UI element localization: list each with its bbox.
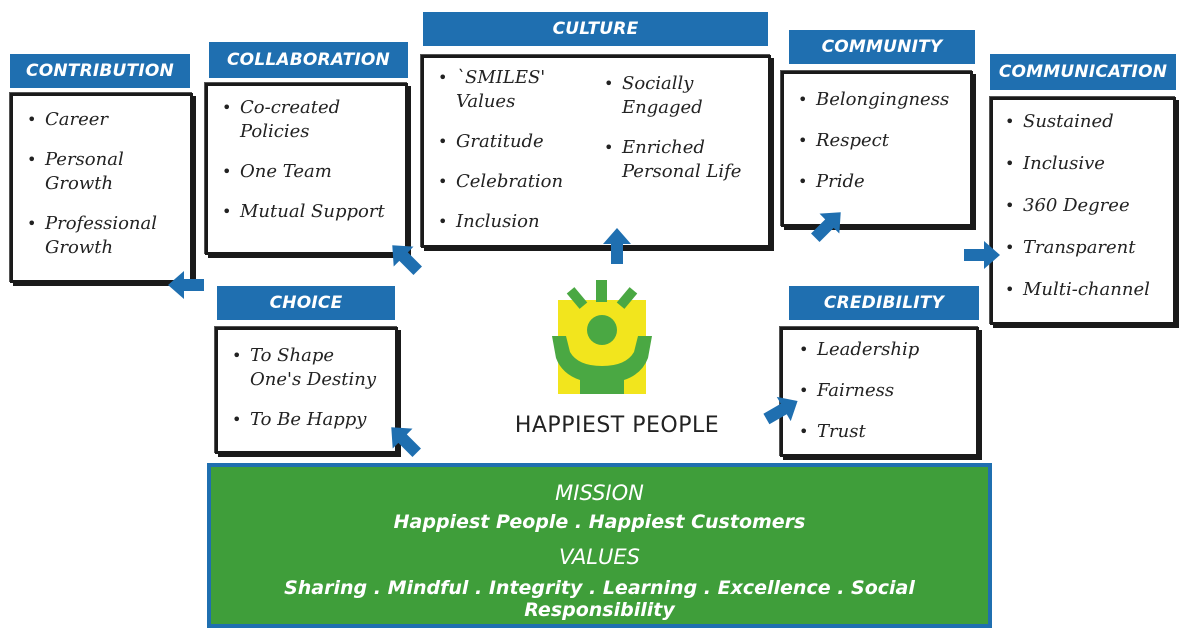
choice-list: To Shape One's Destiny To Be Happy — [228, 344, 391, 432]
collaboration-box: Co-created PoliciesOne TeamMutual Suppor… — [205, 83, 408, 255]
communication-box: SustainedInclusive 360 DegreeTransparentM… — [990, 97, 1176, 325]
list-item: Trust — [795, 420, 970, 444]
choice-header: CHOICE — [217, 286, 395, 320]
list-item: Inclusion — [434, 210, 594, 234]
list-item: Gratitude — [434, 130, 594, 154]
list-item: Transparent — [1001, 236, 1169, 260]
list-item: Multi-channel — [1001, 278, 1169, 302]
collaboration-list: Co-created PoliciesOne TeamMutual Suppor… — [218, 96, 399, 224]
communication-list: SustainedInclusive 360 DegreeTransparentM… — [1001, 110, 1169, 302]
arrow-to-credibility-icon — [763, 396, 798, 425]
list-item: Co-created Policies — [218, 96, 399, 144]
communication-header: COMMUNICATION — [990, 54, 1176, 90]
community-list: BelongingnessRespectPride — [794, 88, 964, 194]
choice-box: To Shape One's Destiny To Be Happy — [215, 327, 398, 454]
credibility-list: LeadershipFairnessTrust — [795, 338, 970, 444]
contribution-box: CareerPersonal GrowthProfessional Growth — [10, 93, 193, 283]
community-header: COMMUNITY — [789, 30, 975, 64]
happiest-people-label: HAPPIEST PEOPLE — [514, 413, 720, 438]
list-item: `SMILES' Values — [434, 66, 594, 114]
list-item: Sustained — [1001, 110, 1169, 134]
list-item: Socially Engaged — [600, 72, 765, 120]
list-item: Mutual Support — [218, 200, 399, 224]
credibility-box: LeadershipFairnessTrust — [780, 327, 979, 457]
community-box: BelongingnessRespectPride — [781, 71, 973, 227]
list-item: To Shape One's Destiny — [228, 344, 391, 392]
contribution-list: CareerPersonal GrowthProfessional Growth — [23, 108, 184, 260]
collaboration-header: COLLABORATION — [209, 42, 408, 78]
happy-person-icon — [552, 280, 652, 394]
credibility-header: CREDIBILITY — [789, 286, 979, 320]
list-item: Career — [23, 108, 184, 132]
mission-values-panel: MISSION Happiest People . Happiest Custo… — [207, 463, 992, 628]
list-item: Personal Growth — [23, 148, 184, 196]
list-item: Fairness — [795, 379, 970, 403]
list-item: Enriched Personal Life — [600, 136, 765, 184]
list-item: Belongingness — [794, 88, 964, 112]
mission-title: MISSION — [555, 481, 644, 505]
list-item: Pride — [794, 170, 964, 194]
culture-header: CULTURE — [423, 12, 768, 46]
contribution-header: CONTRIBUTION — [10, 54, 190, 88]
list-item: Leadership — [795, 338, 970, 362]
list-item: Inclusive — [1001, 152, 1169, 176]
list-item: Celebration — [434, 170, 594, 194]
culture-list-left: `SMILES' ValuesGratitudeCelebrationInclu… — [434, 66, 594, 250]
list-item: To Be Happy — [228, 408, 391, 432]
values-title: VALUES — [559, 545, 640, 569]
list-item: 360 Degree — [1001, 194, 1169, 218]
arrow-to-culture-icon — [603, 228, 631, 264]
list-item: Respect — [794, 129, 964, 153]
arrow-to-collaboration-icon — [392, 245, 422, 275]
culture-list-right: Socially EngagedEnriched Personal Life — [600, 72, 765, 200]
arrow-to-choice-icon — [391, 427, 421, 457]
culture-box: `SMILES' ValuesGratitudeCelebrationInclu… — [421, 55, 771, 248]
arrow-to-contribution-icon — [168, 271, 204, 299]
list-item: One Team — [218, 160, 399, 184]
arrow-to-community-icon — [811, 212, 841, 242]
arrow-to-communication-icon — [964, 241, 1000, 269]
values-text: Sharing . Mindful . Integrity . Learning… — [284, 577, 915, 621]
list-item: Professional Growth — [23, 212, 184, 260]
mission-text: Happiest People . Happiest Customers — [393, 511, 806, 533]
